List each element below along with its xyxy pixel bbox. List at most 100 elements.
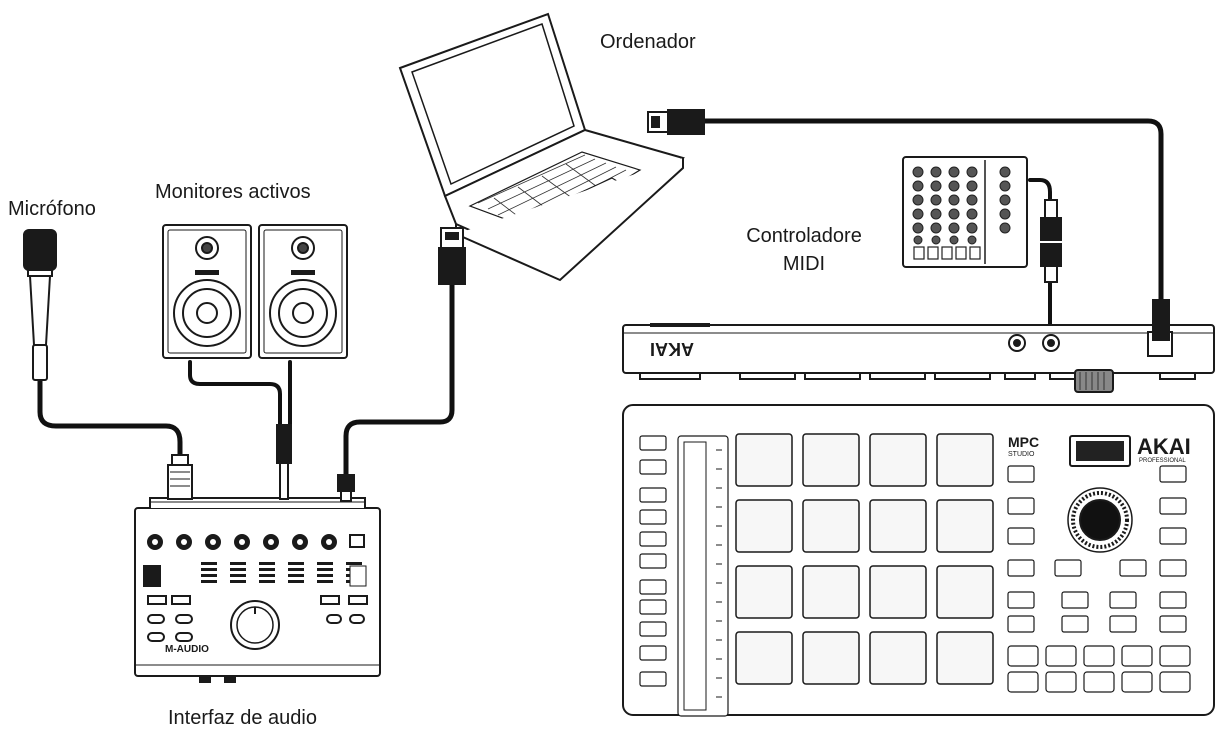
interface-switch bbox=[349, 565, 367, 587]
interface-knob-center bbox=[181, 539, 187, 545]
mpc-pad bbox=[936, 565, 994, 619]
mpc-button bbox=[1159, 591, 1187, 609]
midi-knob bbox=[912, 180, 924, 192]
mpc-side-button bbox=[639, 599, 667, 615]
mpc-bottom-button bbox=[1083, 645, 1115, 667]
interface-knob-center bbox=[210, 539, 216, 545]
mpc-button bbox=[1159, 465, 1187, 483]
mpc-pad bbox=[735, 433, 793, 487]
midi-knob bbox=[913, 235, 923, 245]
mpc-pad bbox=[869, 631, 927, 685]
label-midi-controller: Controladore MIDI bbox=[724, 222, 884, 278]
interface-fader-line bbox=[230, 574, 246, 577]
interface-fader-line bbox=[201, 574, 217, 577]
midi-knob bbox=[999, 180, 1011, 192]
label-microphone: Micrófono bbox=[8, 198, 96, 220]
monitor-cable-left bbox=[188, 360, 282, 427]
midi-knob bbox=[999, 222, 1011, 234]
midi-knob bbox=[967, 235, 977, 245]
interface-fader-line bbox=[259, 574, 275, 577]
mpc-studio bbox=[622, 404, 1215, 717]
label-midi-line2: MIDI bbox=[782, 253, 826, 275]
mpc-side-button bbox=[639, 579, 667, 595]
mpc-button bbox=[1007, 591, 1035, 609]
midi-knob bbox=[966, 166, 978, 178]
mpc-bottom-button bbox=[1121, 671, 1153, 693]
interface-fader-line bbox=[317, 568, 333, 571]
midi-knob bbox=[912, 194, 924, 206]
midi-knob bbox=[966, 180, 978, 192]
mpc-button bbox=[1159, 559, 1187, 577]
interface-knob-center bbox=[326, 539, 332, 545]
mpc-side-button bbox=[639, 435, 667, 451]
midi-knob bbox=[912, 222, 924, 234]
audio-interface bbox=[134, 497, 381, 683]
mpc-side-button bbox=[639, 487, 667, 503]
mpc-model: MPC bbox=[1008, 434, 1039, 450]
interface-fader-line bbox=[201, 562, 217, 565]
midi-knob bbox=[948, 180, 960, 192]
mpc-button bbox=[1061, 591, 1089, 609]
mpc-button bbox=[1109, 615, 1137, 633]
mpc-pad bbox=[735, 631, 793, 685]
interface-fader-line bbox=[201, 580, 217, 583]
mpc-bottom-button bbox=[1045, 645, 1077, 667]
interface-fader-line bbox=[259, 580, 275, 583]
interface-fader-line bbox=[230, 562, 246, 565]
mpc-pad bbox=[869, 499, 927, 553]
mpc-side-button bbox=[639, 645, 667, 661]
interface-fader-line bbox=[288, 574, 304, 577]
interface-fader-line bbox=[259, 562, 275, 565]
interface-plugs bbox=[167, 424, 355, 502]
mpc-button bbox=[1061, 615, 1089, 633]
mpc-side-button bbox=[639, 459, 667, 475]
interface-fader-line bbox=[259, 568, 275, 571]
mpc-pad bbox=[735, 565, 793, 619]
mpc-button bbox=[1159, 527, 1187, 545]
interface-fader-line bbox=[317, 574, 333, 577]
mpc-bottom-button bbox=[1121, 645, 1153, 667]
interface-fader-line bbox=[317, 562, 333, 565]
midi-knob bbox=[999, 166, 1011, 178]
mpc-bottom-button bbox=[1083, 671, 1115, 693]
mpc-pad bbox=[735, 499, 793, 553]
interface-fader-line bbox=[288, 562, 304, 565]
mpc-pad bbox=[936, 631, 994, 685]
studio-monitors bbox=[162, 224, 348, 359]
midi-knob bbox=[930, 180, 942, 192]
mpc-pad bbox=[936, 499, 994, 553]
interface-fader-line bbox=[317, 580, 333, 583]
interface-usb-port bbox=[349, 534, 365, 548]
mic-cable bbox=[37, 375, 183, 458]
mpc-side-button bbox=[639, 553, 667, 569]
mpc-bottom-button bbox=[1007, 645, 1039, 667]
mpc-usb-cable bbox=[700, 118, 1164, 303]
mpc-rear-panel bbox=[622, 299, 1215, 393]
midi-knob bbox=[930, 194, 942, 206]
interface-knob-center bbox=[239, 539, 245, 545]
interface-fader-line bbox=[230, 568, 246, 571]
midi-cable bbox=[1028, 178, 1052, 220]
midi-knob bbox=[930, 222, 942, 234]
label-computer: Ordenador bbox=[600, 31, 696, 53]
interface-brand: M-AUDIO bbox=[165, 644, 209, 655]
mpc-button bbox=[1159, 497, 1187, 515]
mpc-pad bbox=[802, 433, 860, 487]
mpc-button bbox=[1007, 527, 1035, 545]
mpc-button bbox=[1159, 615, 1187, 633]
midi-knob bbox=[948, 208, 960, 220]
label-monitors: Monitores activos bbox=[155, 181, 311, 203]
interface-fader-line bbox=[230, 580, 246, 583]
mpc-bottom-button bbox=[1045, 671, 1077, 693]
midi-knob bbox=[912, 208, 924, 220]
midi-adapter bbox=[1040, 199, 1062, 283]
midi-knob bbox=[931, 235, 941, 245]
mpc-model-sub: STUDIO bbox=[1008, 451, 1035, 458]
mpc-side-button bbox=[639, 509, 667, 525]
interface-fader-line bbox=[346, 562, 362, 565]
mpc-side-button bbox=[639, 531, 667, 547]
usb-plug-laptop-down bbox=[438, 227, 466, 285]
laptop-icon bbox=[398, 12, 685, 282]
